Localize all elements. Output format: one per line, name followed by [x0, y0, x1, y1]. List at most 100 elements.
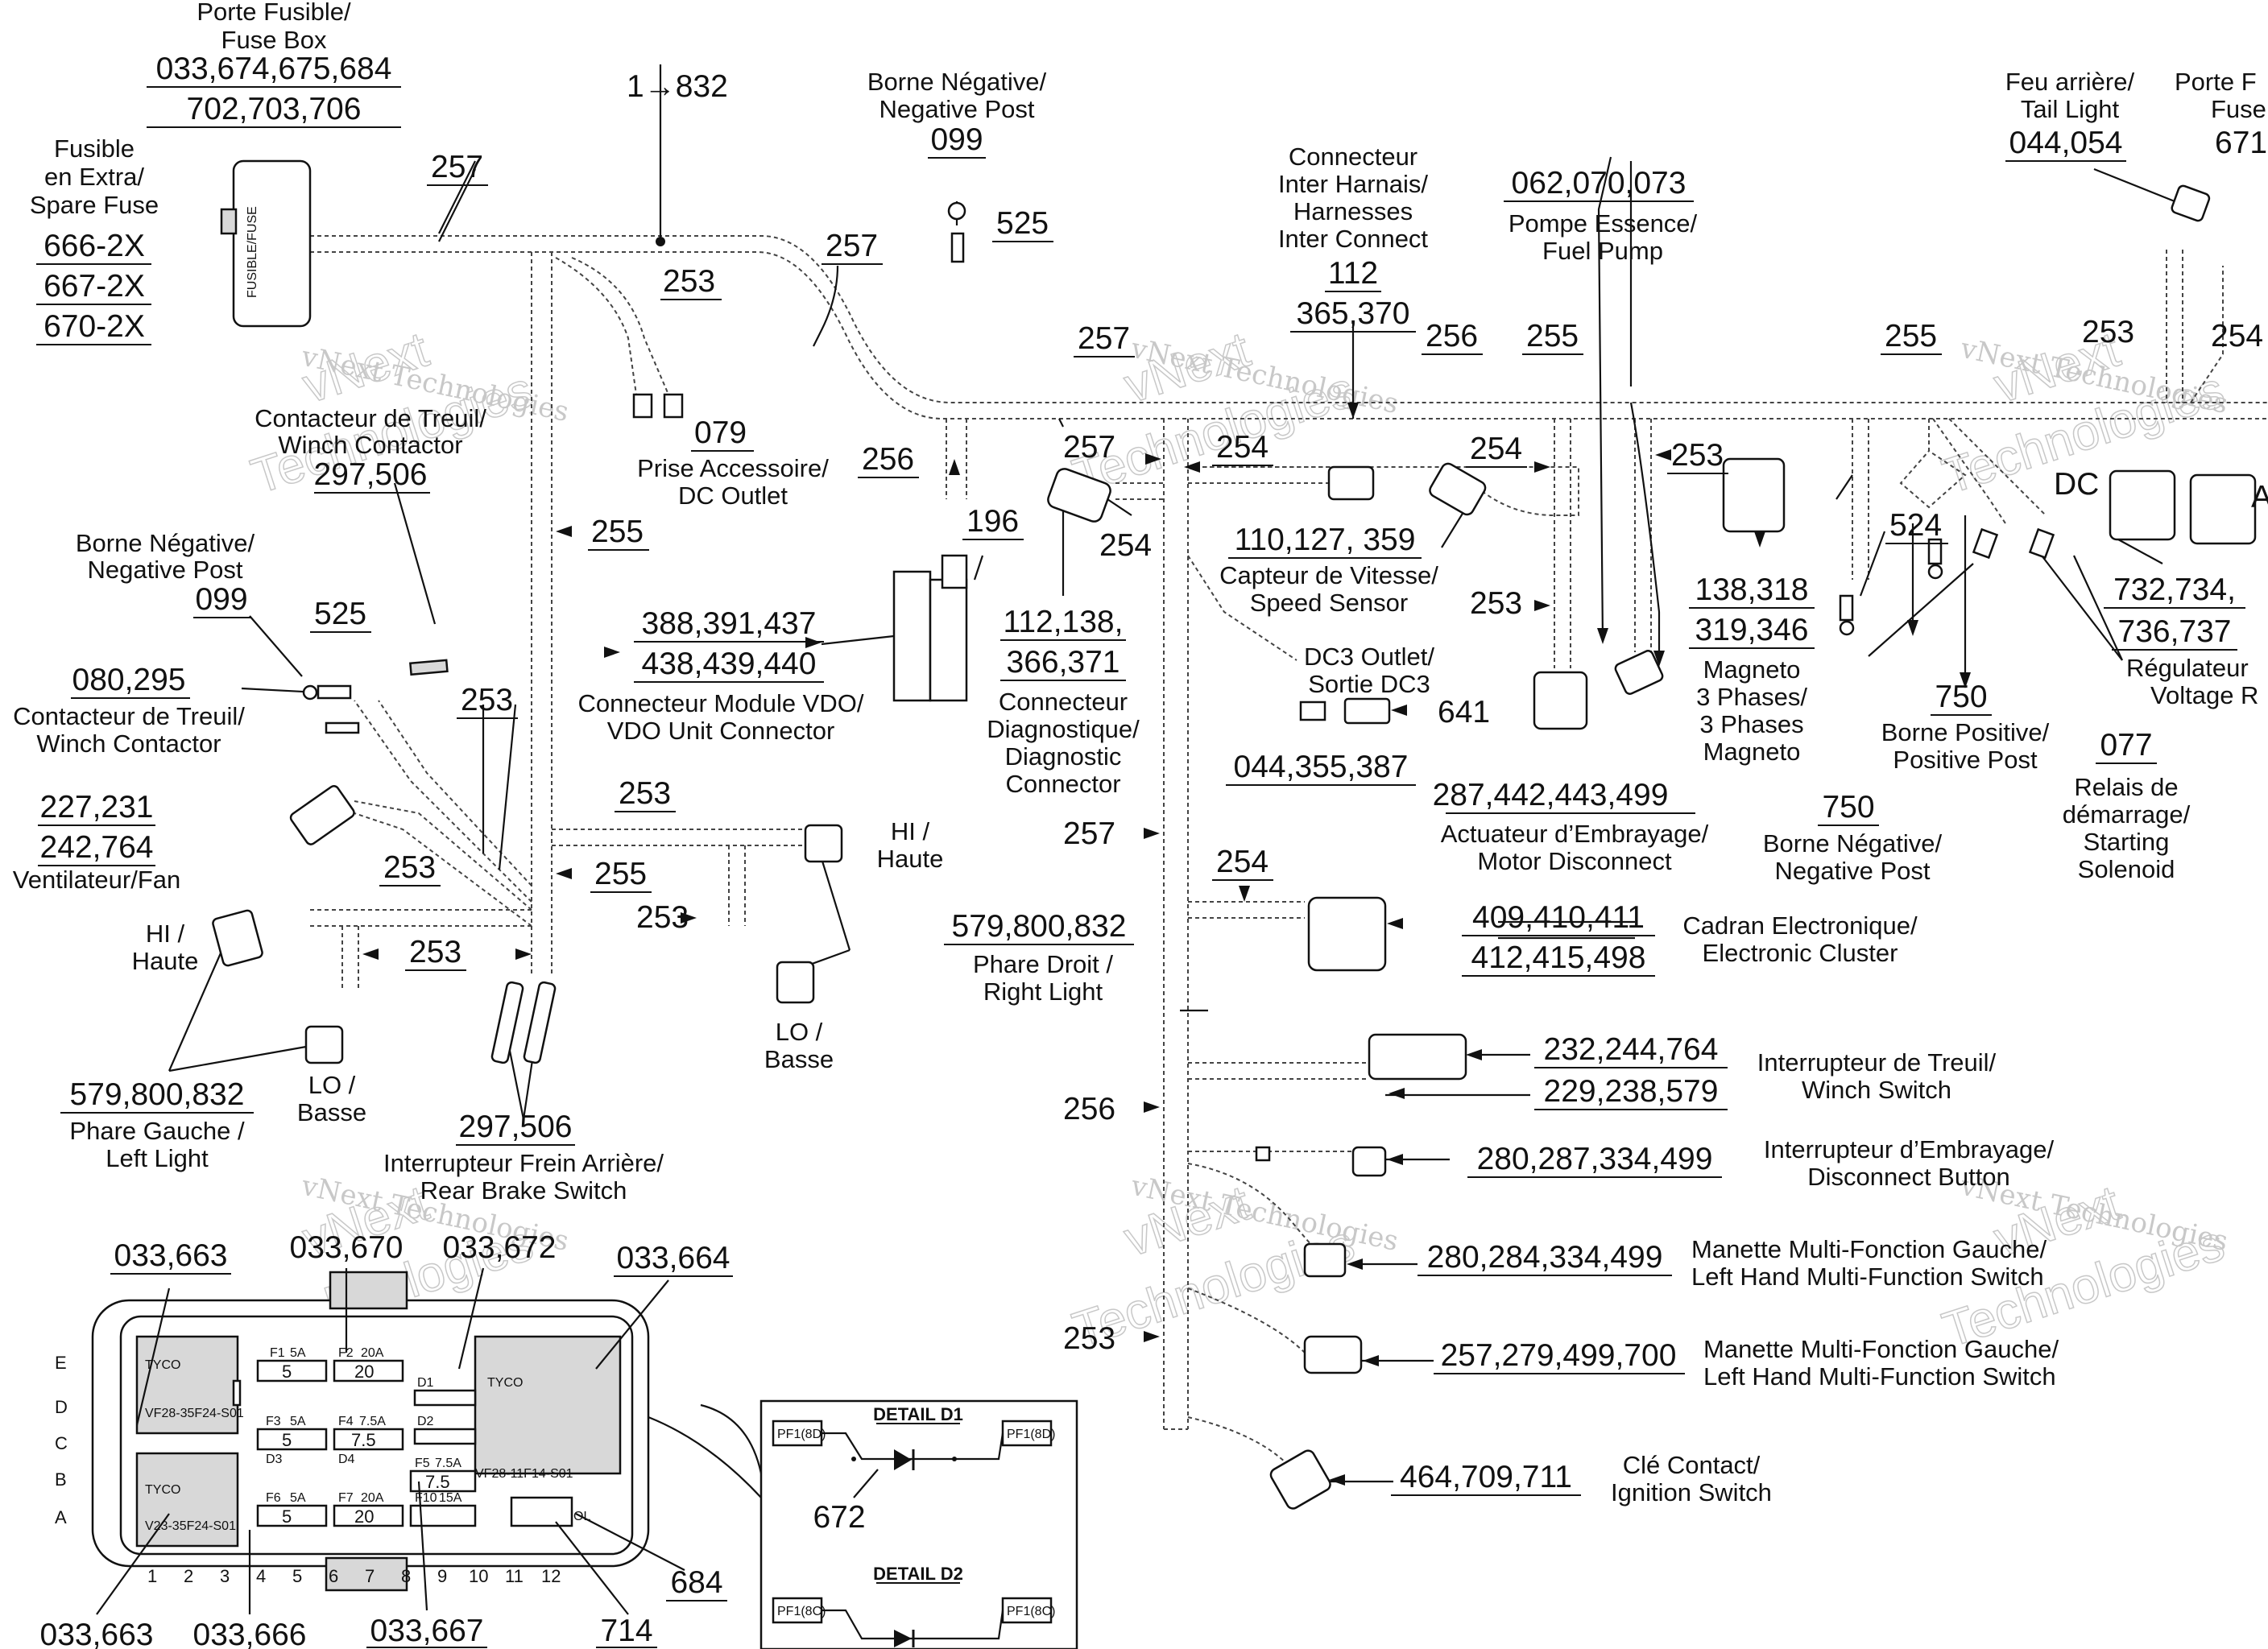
inter-harness-label-1: Connecteur: [1289, 143, 1418, 171]
cluster-label-en: Electronic Cluster: [1703, 939, 1898, 967]
diode-d4: D4: [338, 1453, 355, 1466]
wire-254-a: 254: [2211, 319, 2263, 353]
left-lo-connector: [304, 1025, 344, 1064]
fuse-f2-rating: 20A: [361, 1346, 384, 1360]
fuse-col-9: 9: [437, 1566, 447, 1586]
negative-post-left-label-en: Negative Post: [88, 556, 243, 584]
lh-switch-2-label-fr: Manette Multi-Fonction Gauche/: [1703, 1335, 2059, 1363]
harness-wires: [310, 235, 2268, 1466]
winch-contactor-top-label-fr: Contacteur de Treuil/: [255, 404, 486, 432]
wire-253-d: 253: [1470, 586, 1522, 621]
fuel-pump-connector: [1614, 650, 1664, 695]
neg-post-right-label-en: Negative Post: [1775, 857, 1931, 885]
fuse-detail-ref-bottom-4: 714: [600, 1614, 652, 1648]
wire-253-h: 253: [383, 850, 436, 885]
fuse-detail-fuses: F1 5A 5 F2 20A 20 F3 5A 5 F4 7.5A 7.5 F5…: [256, 1346, 477, 1527]
motor-disconnect-label-fr: Actuateur d’Embrayage/: [1441, 820, 1709, 848]
tyco-stamp-left: TYCO: [145, 1358, 180, 1372]
fuse-f1-rating: 5A: [290, 1346, 306, 1360]
winch-switch-label-en: Winch Switch: [1802, 1076, 1951, 1104]
lh-switch-1-label-fr: Manette Multi-Fonction Gauche/: [1691, 1235, 2047, 1263]
fuse-f6-name: F6: [266, 1491, 281, 1505]
rear-brake-label-fr: Interrupteur Frein Arrière/: [383, 1149, 664, 1177]
wire-257-d: 257: [1063, 430, 1115, 465]
fuse-detail-ref-bottom-5: 684: [670, 1565, 722, 1600]
detail-d1-right: PF1(8D): [1007, 1428, 1055, 1441]
magneto-label-1: Magneto: [1703, 655, 1801, 684]
winch-switch-connector: [1368, 1033, 1467, 1081]
vdo-ref-1: 388,391,437: [642, 606, 817, 641]
detail-d2-right: PF1(8C): [1007, 1605, 1055, 1618]
fuse-right-ref: 671: [2215, 126, 2267, 160]
motor-disconnect-ref: 287,442,443,499: [1433, 778, 1669, 812]
fuse-f3-value: 5: [282, 1430, 292, 1450]
wire-253-b: 253: [2082, 315, 2134, 349]
wire-253-a: 253: [663, 264, 715, 299]
accessory-outlet-ref: 079: [694, 415, 747, 450]
spare-fuse-ref-1: 666-2X: [43, 229, 145, 263]
dc3-part: 641: [1438, 695, 1490, 729]
wire-253-f: 253: [619, 776, 671, 811]
fuse-box-ref-2: 702,703,706: [187, 92, 362, 126]
rear-brake-label-en: Rear Brake Switch: [420, 1176, 627, 1205]
wire-257-c: 257: [1078, 321, 1130, 356]
spare-fuse-label-1: Fusible: [54, 134, 135, 163]
fuse-f10-name: F10: [415, 1491, 437, 1505]
ignition-ref: 464,709,711: [1400, 1460, 1572, 1494]
winch-switch-ref-1: 232,244,764: [1544, 1032, 1719, 1067]
wire-255-a: 255: [1526, 319, 1579, 353]
fan-connector: [289, 785, 355, 845]
fuse-box-component: FUSIBLE/FUSE: [220, 159, 312, 328]
right-hi-label-2: Haute: [877, 845, 944, 873]
fuse-col-6: 6: [329, 1566, 338, 1586]
fuse-box-label-en: Fuse Box: [221, 26, 327, 54]
diode-d3: D3: [266, 1453, 283, 1466]
right-light-label-en: Right Light: [983, 977, 1103, 1006]
left-lo-label-2: Basse: [297, 1098, 366, 1126]
fan-ref-1: 227,231: [40, 790, 154, 824]
spare-fuse-ref-3: 670-2X: [43, 309, 145, 344]
accessory-outlet-label-fr: Prise Accessoire/: [637, 454, 829, 482]
right-hi-connector: [804, 824, 843, 863]
diag-ref-2: 366,371: [1007, 645, 1120, 680]
diagnostic-connector: [1047, 468, 1111, 523]
positive-post-terminal: [1927, 538, 1943, 580]
magneto-label-4: Magneto: [1703, 738, 1801, 766]
fuse-detail-diodes: D1 D2 D3 D4 TYCO VF28-11F14-S01 TYCO VF2…: [145, 1358, 590, 1533]
negative-post-top-ref: 099: [930, 122, 983, 157]
fuel-pump-label-fr: Pompe Essence/: [1509, 209, 1698, 238]
winch-contactor-left-plug: [325, 721, 360, 734]
left-hi-label-1: HI /: [146, 920, 185, 948]
solenoid-label-1: Relais de: [2074, 773, 2178, 801]
fan-label: Ventilateur/Fan: [13, 866, 181, 894]
diag-label-1: Connecteur: [999, 688, 1128, 716]
regulator-dc: DC: [2054, 467, 2099, 502]
inter-harness-label-3: Harnesses: [1293, 197, 1413, 225]
lh-switch-1-ref: 280,284,334,499: [1427, 1240, 1663, 1275]
wire-253-c: 253: [1671, 438, 1724, 473]
pos-post-ref: 750: [1935, 680, 1987, 714]
diag-ref-1: 112,138,: [1004, 605, 1124, 639]
left-hi-label-2: Haute: [132, 947, 199, 975]
wire-257-b: 257: [826, 229, 878, 263]
ignition-label-en: Ignition Switch: [1611, 1478, 1772, 1506]
wire-255-b: 255: [1885, 319, 1937, 353]
wire-253-g: 253: [636, 900, 689, 935]
range-ref: 1→832: [627, 69, 728, 104]
right-lo-label-2: Basse: [764, 1045, 834, 1073]
fuse-box-label-fr: Porte Fusible/: [197, 0, 351, 26]
winch-contactor-top-ref: 297,506: [314, 457, 428, 492]
fuse-detail-row-labels: E D C B A: [55, 1353, 68, 1527]
negative-post-left-terminal: [302, 684, 352, 701]
left-light-label-fr: Phare Gauche /: [69, 1117, 245, 1145]
magneto-label-3: 3 Phases: [1699, 710, 1803, 738]
dc3-outlet-connectors: [1299, 697, 1391, 725]
motor-disconnect-label-en: Motor Disconnect: [1477, 847, 1672, 875]
fuse-f10-rating: 15A: [439, 1491, 462, 1505]
left-lo-label-1: LO /: [308, 1071, 356, 1099]
speed-sensor-label-fr: Capteur de Vitesse/: [1219, 561, 1438, 589]
fuse-row-B: B: [55, 1469, 67, 1490]
fuse-f6-value: 5: [282, 1506, 292, 1527]
fuse-detail-ref-bottom-3: 033,667: [370, 1614, 484, 1648]
